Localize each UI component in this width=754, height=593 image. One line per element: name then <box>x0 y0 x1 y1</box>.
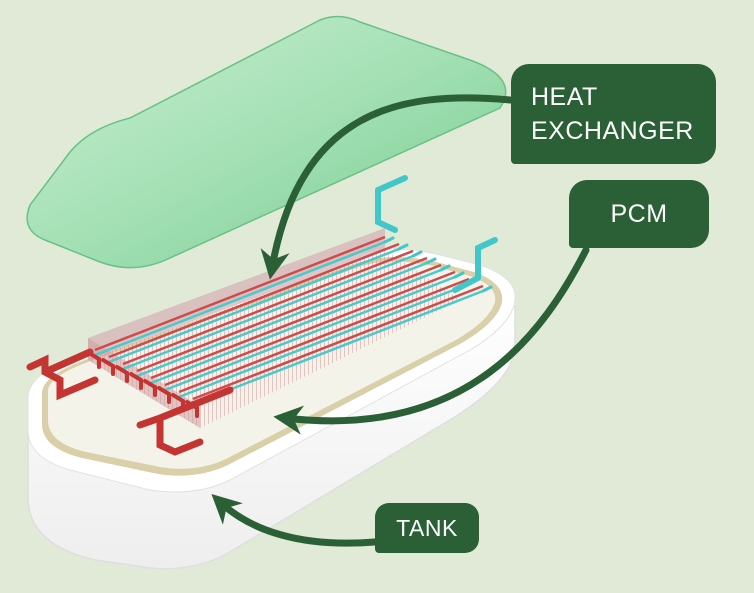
cold-tube <box>150 268 442 385</box>
cold-header-stub <box>453 271 465 279</box>
pcm-arrow <box>273 246 590 435</box>
hot-header-stub <box>157 386 171 404</box>
hot-tube <box>94 235 386 352</box>
heat-exchanger-label: HEAT EXCHANGER <box>511 64 716 164</box>
hot-header-stub <box>87 351 101 369</box>
hot-header-stub <box>171 393 185 411</box>
hot-tube <box>122 249 414 366</box>
cold-tube <box>136 261 428 378</box>
hot-header-stub <box>143 379 157 397</box>
cold-header-stub <box>439 264 451 272</box>
pcm-label: PCM <box>569 180 709 248</box>
cold-header-stub <box>411 250 423 258</box>
heat-exchanger-arrow <box>260 94 514 280</box>
cold-header-stub <box>397 243 409 251</box>
heat-exchanger-label-line-2: EXCHANGER <box>531 117 694 145</box>
cold-header-stub <box>481 285 493 293</box>
heat-exchanger-label-line-1: HEAT <box>531 83 598 111</box>
hot-header-stub <box>115 365 129 383</box>
callout-arrows <box>211 94 590 547</box>
cold-tube <box>178 282 470 399</box>
cold-tube <box>122 254 414 371</box>
cold-header-stub <box>467 278 479 286</box>
hot-header-stub <box>101 358 115 376</box>
hot-tube <box>164 270 456 387</box>
hot-header-stub <box>129 372 143 390</box>
hot-tube <box>150 263 442 380</box>
cold-header-stub <box>425 257 437 265</box>
tank-arrow <box>211 493 379 547</box>
cold-tube <box>108 247 400 364</box>
tank-label: TANK <box>375 503 479 553</box>
hot-header-stub <box>185 400 199 418</box>
tube-rows <box>94 235 484 406</box>
hot-tube <box>178 277 470 394</box>
lid-icon <box>26 15 507 269</box>
cold-header-stub <box>383 236 395 244</box>
hot-tube <box>108 242 400 359</box>
hot-tube <box>192 284 484 401</box>
cold-tube <box>192 289 484 406</box>
hot-tube <box>136 256 428 373</box>
cold-tube <box>164 275 456 392</box>
heat-exchanger-icon <box>26 175 498 456</box>
cold-tube <box>94 240 386 357</box>
